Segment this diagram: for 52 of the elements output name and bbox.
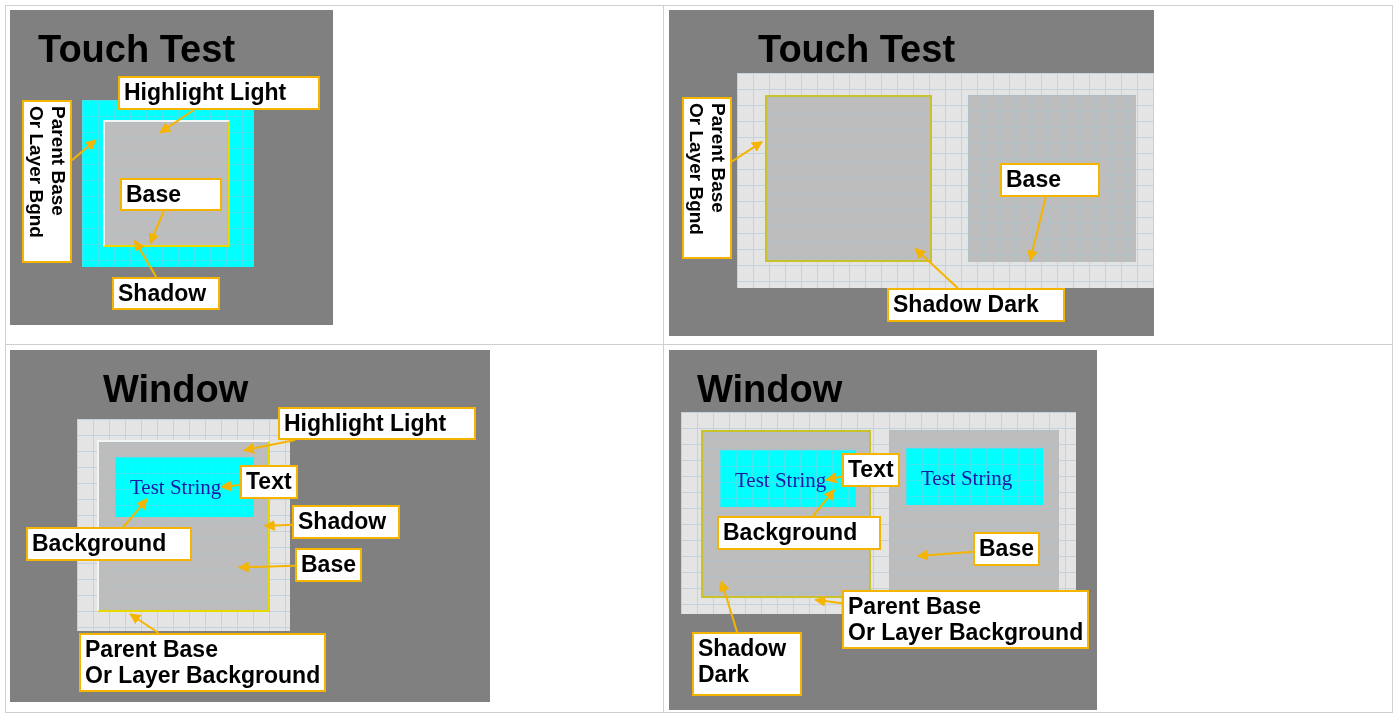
window-square: [765, 95, 932, 262]
callout-pointer: [122, 498, 148, 528]
window-square: [968, 95, 1136, 262]
screenshot-panel: [669, 350, 1097, 710]
callout-label: Background: [26, 527, 192, 561]
callout-label: Background: [717, 516, 881, 550]
callout-label: Parent Base Or Layer Background: [842, 590, 1090, 649]
screenshot-panel: [10, 10, 333, 325]
callout-label: Shadow Dark: [692, 632, 802, 696]
callout-label: Base: [295, 548, 362, 582]
grid-area: [737, 73, 1154, 288]
callout-pointer: [811, 488, 836, 517]
sample-text: Test String: [735, 466, 827, 494]
callout-label: Parent Base Or Layer Bgnd: [22, 100, 72, 263]
panel-title: Touch Test: [758, 28, 956, 71]
callout-pointer: [1027, 196, 1047, 262]
callout-pointer: [263, 520, 293, 531]
callout-label: Shadow Dark: [887, 288, 1065, 322]
callout-label: Base: [120, 178, 222, 211]
callout-label: Base: [1000, 163, 1100, 197]
callout-pointer: [220, 480, 241, 492]
callout-label: Parent Base Or Layer Bgnd: [682, 97, 732, 259]
callout-pointer: [814, 595, 843, 607]
window-square: [103, 120, 230, 247]
sample-text: Test String: [921, 464, 1013, 492]
callout-pointer: [914, 247, 959, 289]
panel-title: Touch Test: [38, 28, 236, 71]
callout-label: Highlight Light: [118, 76, 320, 110]
callout-pointer: [237, 561, 296, 573]
sample-text: Test String: [130, 473, 222, 501]
callout-label: Base: [973, 532, 1040, 566]
callout-pointer: [129, 613, 160, 634]
callout-pointer: [148, 210, 165, 245]
callout-pointer: [916, 549, 974, 561]
callout-pointer: [730, 140, 763, 163]
callout-pointer: [159, 109, 195, 134]
panel-title: Window: [103, 368, 249, 411]
callout-pointer: [242, 439, 297, 454]
screenshot-panel: [669, 10, 1154, 336]
callout-label: Highlight Light: [278, 407, 476, 440]
callout-label: Text: [842, 453, 900, 487]
callout-label: Shadow: [112, 277, 220, 310]
grid-area: [681, 412, 1076, 614]
callout-pointer: [71, 139, 97, 162]
callout-label: Shadow: [292, 505, 400, 539]
screenshot-panel: [10, 350, 490, 702]
highlighted-area: [906, 448, 1043, 505]
callout-pointer: [719, 580, 739, 633]
panel-title: Window: [697, 368, 843, 411]
callout-label: Parent Base Or Layer Background: [79, 633, 327, 692]
callout-pointer: [825, 472, 843, 484]
callout-label: Text: [240, 465, 298, 499]
